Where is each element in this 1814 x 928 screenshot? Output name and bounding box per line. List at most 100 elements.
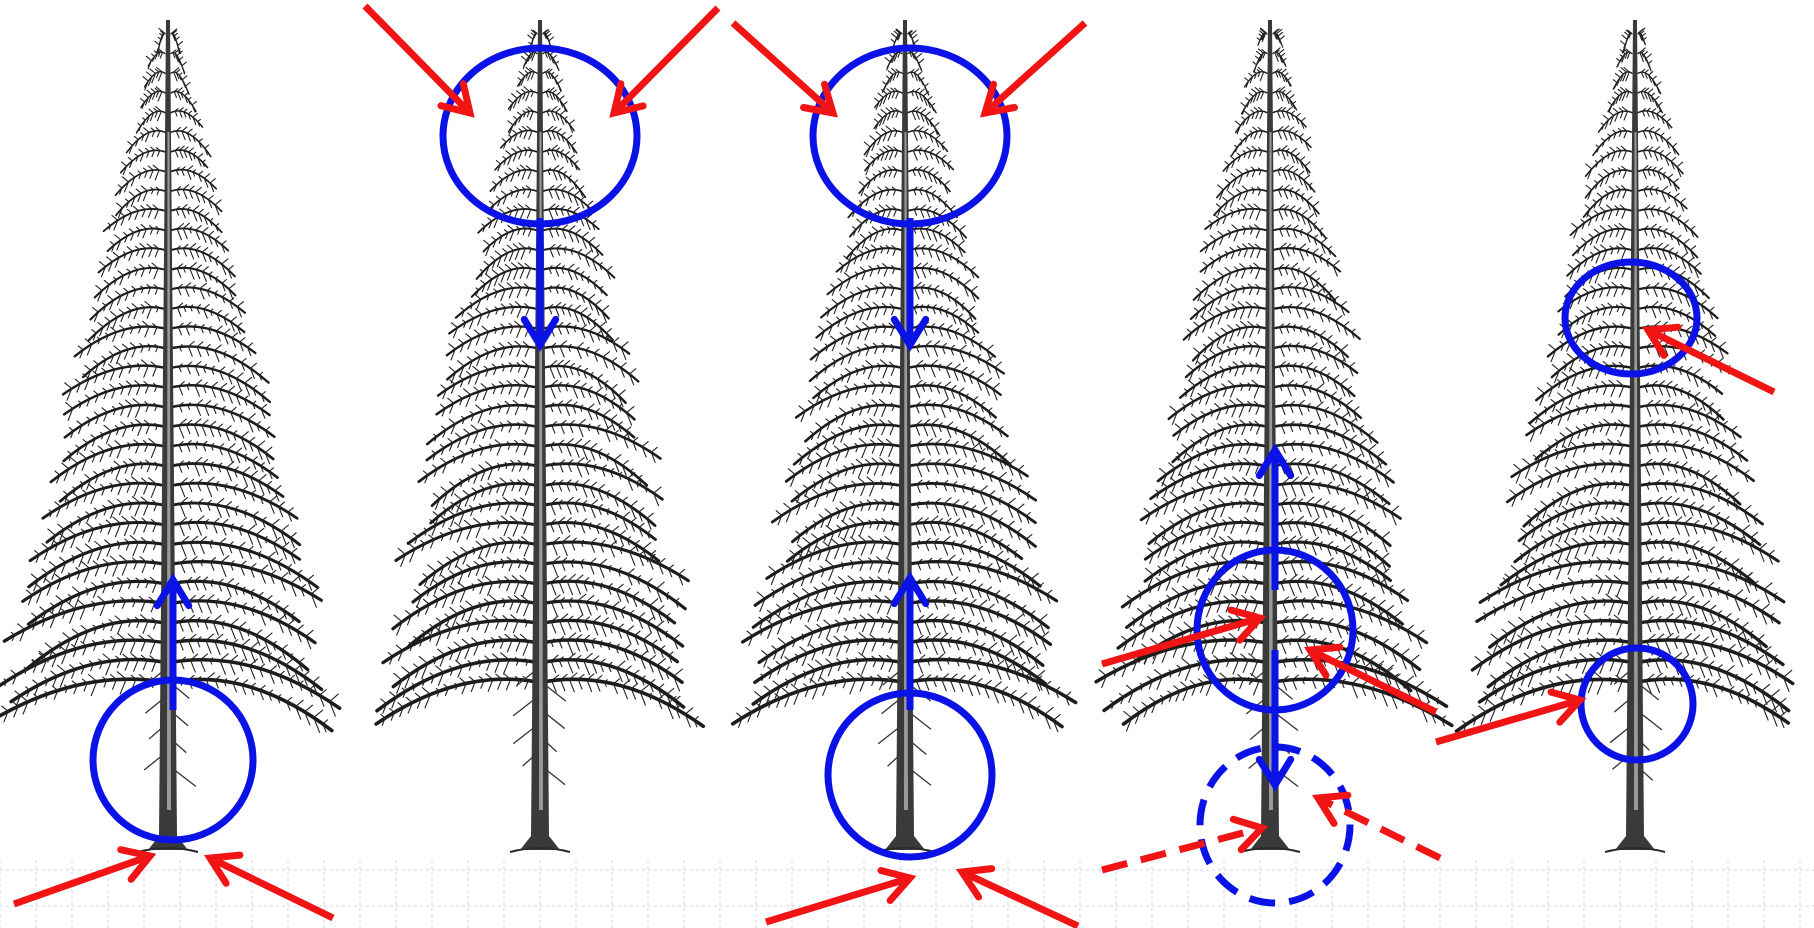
pointer-arrow (733, 23, 833, 113)
tree-branch (1638, 52, 1651, 70)
tree-branch (1638, 444, 1754, 480)
tree-branch (1638, 72, 1661, 94)
tree-needles (1277, 108, 1305, 129)
pointer-arrow (962, 869, 1078, 926)
tree-needles (1276, 87, 1296, 108)
tree-needles (1274, 29, 1284, 47)
tree-branch (171, 52, 185, 73)
tree-needles (918, 555, 1052, 603)
tree-branch (1242, 92, 1267, 114)
tree-needles (549, 285, 608, 323)
tree-needles (176, 205, 218, 231)
tree-needles (1586, 146, 1627, 178)
pointer-arrow (614, 8, 718, 113)
tree-needles (1613, 68, 1629, 89)
tree-branch (908, 92, 936, 113)
tree-branch (95, 268, 165, 298)
tree-needles (1601, 107, 1627, 129)
pointer-arrow (14, 850, 150, 904)
tree-needles (547, 107, 574, 133)
tree-needles (381, 674, 528, 726)
tree-needles (1276, 69, 1292, 86)
pointer-arrow (1318, 795, 1440, 858)
tree-branch (509, 111, 537, 132)
tree-branch (1273, 366, 1354, 396)
highlight-ring (813, 48, 1007, 224)
tree-branch (65, 405, 165, 437)
tree-needles (910, 50, 924, 72)
tree-needles (179, 458, 281, 502)
tree-branch (805, 405, 902, 441)
tree-needles (875, 88, 899, 109)
tree-branch (1638, 229, 1697, 258)
tree-needles (432, 421, 529, 460)
tree-needles (138, 107, 161, 131)
tree-needles (179, 577, 295, 621)
tree-needles (1209, 204, 1260, 229)
tree-needles (381, 653, 528, 713)
spruce-tree (733, 20, 1076, 852)
tree-needles (508, 87, 533, 111)
tree-branch (427, 425, 537, 460)
tree-needles (917, 597, 1049, 650)
tree-needles (912, 88, 935, 110)
pointer-arrow (1102, 819, 1262, 870)
tree-needles (179, 441, 273, 479)
flow-arrow-down (524, 218, 555, 345)
tree-branch (171, 92, 196, 112)
tree-branch (1236, 111, 1267, 132)
tree-needles (1170, 380, 1259, 424)
tree-branch (1638, 92, 1662, 113)
tree-needles (1647, 633, 1792, 691)
tree-needles (1646, 420, 1743, 462)
tree-branch (171, 268, 235, 296)
tree-branch (908, 385, 996, 417)
tree-needles (1644, 186, 1686, 211)
tree-needles (1639, 28, 1646, 44)
tree-branch (1624, 33, 1632, 52)
trees-layer (0, 20, 1793, 852)
pointer-arrow (985, 23, 1085, 113)
tree-needles (177, 185, 221, 215)
tree-needles (1643, 108, 1671, 128)
tree-needles (1278, 126, 1311, 151)
tree-needles (176, 166, 215, 192)
tree-branch (1273, 679, 1452, 725)
tree-needles (1235, 107, 1263, 134)
tree-branch (1205, 209, 1267, 229)
tree-needles (1538, 361, 1625, 405)
tree-branch (64, 425, 165, 461)
tree-needles (1275, 48, 1286, 65)
tree-branch (810, 346, 902, 381)
pointer-arrow (210, 855, 333, 918)
pointer-arrow (365, 6, 470, 113)
tree-needles (141, 87, 162, 109)
background-grid (0, 860, 1814, 928)
tree-needles (172, 29, 182, 54)
tree-branch (543, 72, 561, 91)
tree-branch (1273, 660, 1446, 707)
tree-needles (496, 147, 532, 171)
tree-needles (1643, 166, 1679, 191)
pointer-arrow (766, 871, 910, 923)
tree-needles (1528, 401, 1623, 441)
spruce-tree (376, 20, 703, 852)
tree-needles (146, 49, 162, 69)
tree-branch (137, 111, 165, 133)
spruce-tree (0, 20, 340, 852)
tree-needles (143, 68, 162, 91)
tree-needles (1187, 342, 1260, 381)
tree-branch (908, 444, 1027, 476)
tree-needles (1621, 30, 1631, 53)
tree-branch (908, 679, 1062, 726)
tree-needles (814, 322, 894, 361)
spruce-tree (1456, 20, 1792, 852)
tree-branch (171, 72, 189, 94)
tree-needles (518, 68, 534, 86)
tree-needles (502, 126, 532, 148)
tree-branch (1512, 444, 1632, 477)
tree-needles (1521, 516, 1625, 562)
tree-needles (175, 146, 205, 166)
tree-branch (1638, 288, 1718, 319)
